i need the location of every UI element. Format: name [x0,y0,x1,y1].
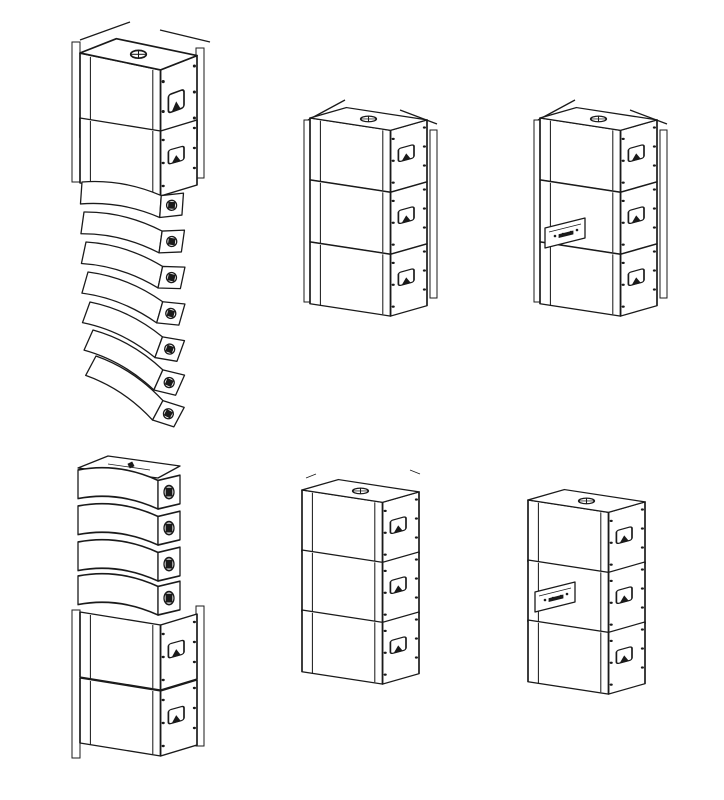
arrangement-three-subs-ground [301,469,421,685]
arrangement-flown-subs-with-line-array [71,21,211,432]
arrangement-ground-stacked-line-array [71,455,205,759]
arrangement-three-subs-ground-with-amp [527,488,646,695]
arrangement-three-subs-with-amp [533,99,668,317]
arrangement-three-subs-flown [303,99,438,317]
